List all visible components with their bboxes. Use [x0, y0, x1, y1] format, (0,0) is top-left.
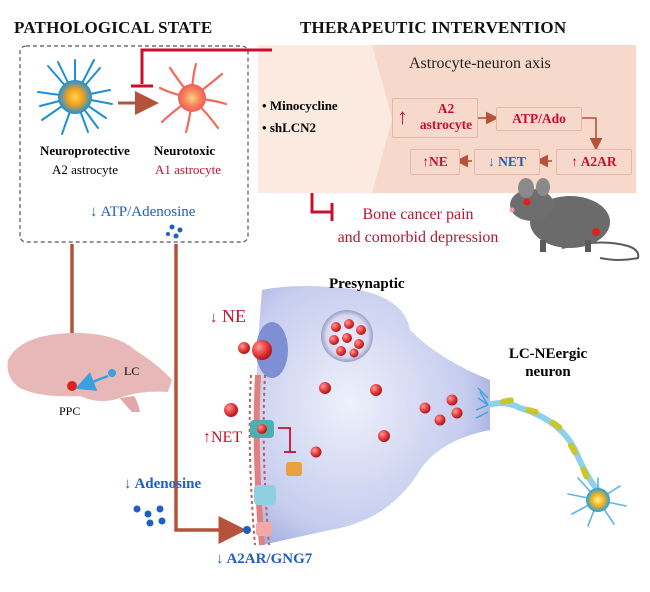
up-arrow-icon: ↑ — [422, 154, 429, 169]
lc-neergic-neuron-label: LC-NEergic neuron — [508, 346, 588, 380]
drug-minocycline-text: Minocycline — [269, 98, 338, 113]
drug-minocycline: • Minocycline — [262, 98, 338, 113]
pathological-state-header: PATHOLOGICAL STATE — [14, 18, 213, 37]
up-arrow-icon: ↑ — [397, 104, 408, 129]
neuroprotective-label: Neuroprotective — [40, 143, 130, 158]
lc-neuron-soma — [567, 477, 627, 527]
down-arrow-icon: ↓ — [488, 154, 495, 169]
down-arrow-icon: ↓ — [124, 476, 132, 492]
adenosine-text: Adenosine — [134, 476, 202, 492]
node-net: ↓ NET — [474, 149, 540, 175]
down-arrow-icon: ↓ — [210, 310, 218, 326]
therapeutic-intervention-header: THERAPEUTIC INTERVENTION — [300, 18, 567, 37]
net-level-text: NET — [211, 429, 243, 446]
axis-flow-arrows — [455, 111, 603, 168]
ppc-label: PPC — [59, 404, 81, 418]
bone-cancer-pain-label: Bone cancer pain and comorbid depression — [337, 206, 499, 246]
ne-level-text: NE — [222, 306, 246, 326]
brain-illustration — [7, 332, 172, 412]
synaptic-vesicle — [321, 310, 373, 362]
a2ar-receptor — [243, 522, 272, 536]
axon — [475, 387, 601, 493]
axis-title: Astrocyte-neuron axis — [409, 55, 551, 72]
inhibition-bar-pain — [310, 193, 334, 221]
up-arrow-icon: ↑ — [203, 429, 211, 446]
node-a2-astrocyte: ↑ A2 astrocyte — [392, 98, 478, 138]
net-level-label: ↑NET — [203, 429, 242, 447]
atp-adenosine-text: ATP/Adenosine — [100, 204, 196, 220]
presynaptic-terminal — [252, 286, 490, 545]
node-net-text: NET — [498, 154, 526, 169]
up-arrow-icon: ↑ — [571, 154, 579, 169]
a1-astrocyte-label: A1 astrocyte — [155, 162, 222, 177]
down-arrow-icon: ↓ — [90, 204, 98, 220]
presynaptic-label: Presynaptic — [329, 276, 405, 292]
a1-astrocyte-cell — [158, 62, 228, 134]
node-a2-text: A2 astrocyte — [419, 101, 473, 132]
net-transporter — [250, 420, 302, 505]
neurotoxic-label: Neurotoxic — [154, 143, 216, 158]
adenosine-label: ↓ Adenosine — [124, 476, 201, 493]
atp-adenosine-label: ↓ ATP/Adenosine — [90, 204, 195, 221]
node-ne-text: NE — [428, 154, 448, 169]
drug-shlcn2-text: shLCN2 — [269, 120, 317, 135]
ne-level-label: ↓ NE — [210, 306, 246, 327]
pathological-state-box — [19, 45, 249, 243]
norepinephrine-molecules — [224, 342, 463, 458]
node-a2ar-text: A2AR — [580, 154, 617, 169]
adenosine-dots — [133, 505, 166, 527]
inhibition-bar-conversion — [131, 48, 272, 88]
lc-label: LC — [124, 364, 140, 378]
node-atp-ado: ATP/Ado — [496, 107, 582, 131]
node-ne: ↑NE — [410, 149, 460, 175]
atp-dots — [166, 224, 183, 239]
node-a2ar: ↑ A2AR — [556, 149, 632, 175]
a2-astrocyte-label: A2 astrocyte — [52, 162, 119, 177]
drug-shlcn2: • shLCN2 — [262, 120, 317, 135]
a2-astrocyte-cell — [37, 59, 113, 135]
down-arrow-icon: ↓ — [216, 551, 224, 567]
a2ar-gng7-label: ↓ A2AR/GNG7 — [216, 551, 312, 568]
a2ar-gng7-text: A2AR/GNG7 — [226, 551, 313, 567]
mouse-illustration — [509, 178, 640, 261]
